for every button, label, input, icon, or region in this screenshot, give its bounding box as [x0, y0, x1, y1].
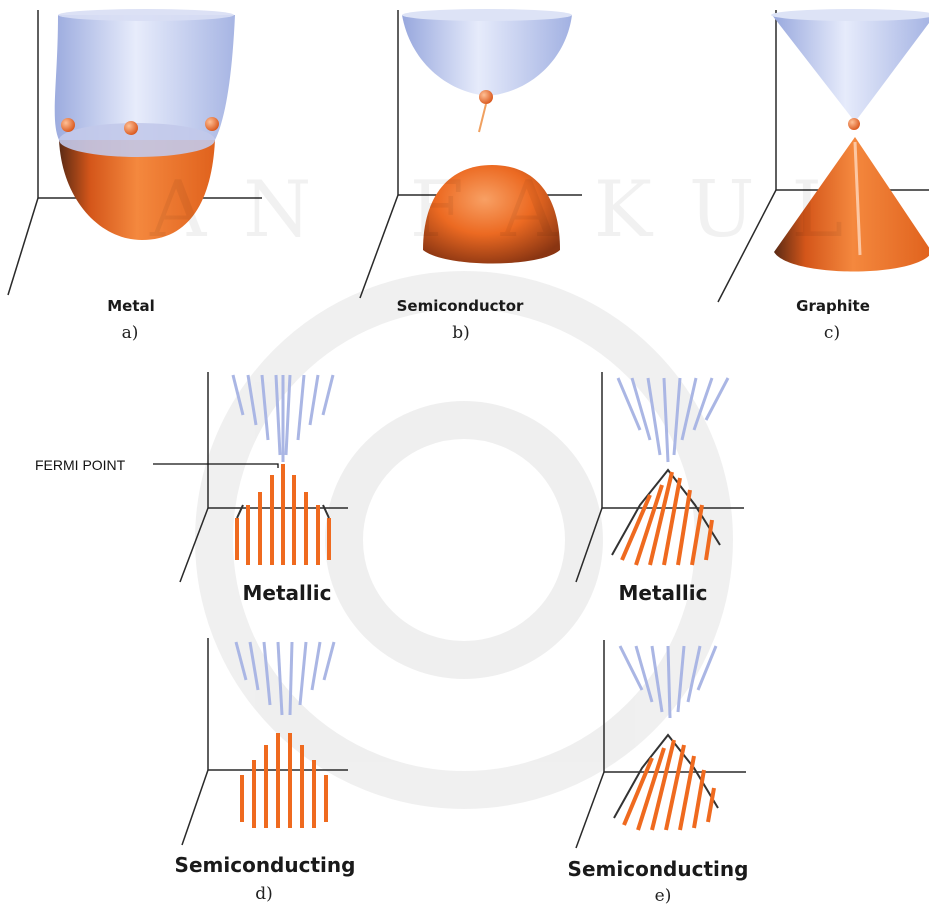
panel-d-letter: d) — [255, 884, 273, 904]
d-top-valence-subbands — [237, 464, 329, 565]
fermi-point-label: FERMI POINT — [35, 457, 125, 473]
panel-d-semiconducting-label: Semiconducting — [175, 853, 356, 877]
graphite-upper-cone — [772, 15, 929, 122]
panel-e-semiconducting-label: Semiconducting — [568, 857, 749, 881]
graphite-label: Graphite — [796, 297, 870, 315]
metal-label: Metal — [107, 297, 155, 315]
panel-e-metallic-label: Metallic — [619, 581, 708, 605]
panel-e-letter: e) — [655, 886, 672, 906]
semiconductor-conduction-band — [402, 15, 572, 96]
semiconductor-label: Semiconductor — [397, 297, 524, 315]
panel-a-letter: a) — [122, 323, 139, 343]
panel-d-metallic-label: Metallic — [243, 581, 332, 605]
panel-c-letter: c) — [824, 323, 840, 343]
panel-c-graphite — [718, 9, 929, 302]
panel-b-letter: b) — [452, 323, 470, 343]
watermark — [214, 290, 714, 790]
